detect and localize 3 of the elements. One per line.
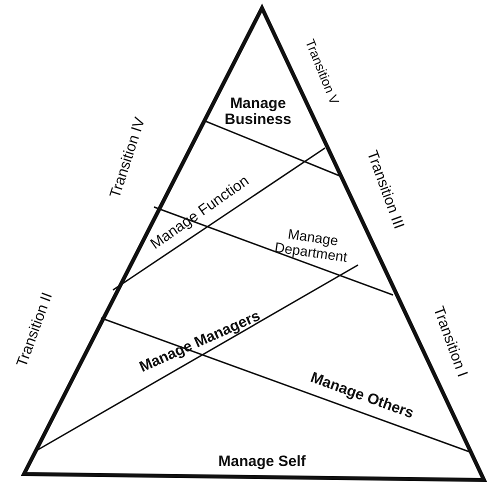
band-label: Manage Self: [217, 454, 307, 470]
band-label: Manage Department: [272, 224, 350, 266]
band-label: Manage Business: [224, 96, 292, 128]
